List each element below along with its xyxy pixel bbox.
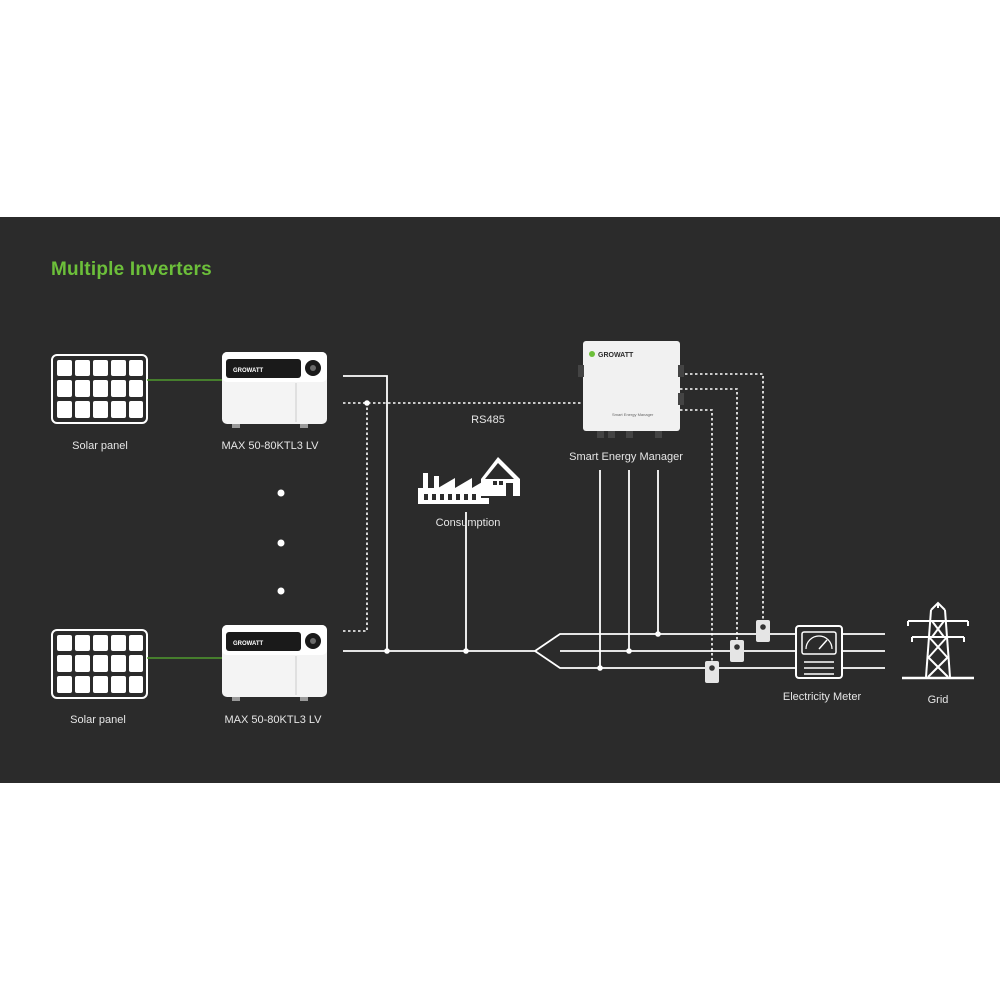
bus-junction-dots (384, 631, 661, 671)
factory-house-icon (418, 457, 520, 504)
grid-pylon-icon (902, 601, 974, 680)
diagram-svg: GROWATT GROWATT (51, 341, 974, 701)
inverter-bottom-label: MAX 50-80KTL3 LV (224, 714, 322, 726)
solar-panel-top-label: Solar panel (72, 440, 128, 452)
inverter-top-label: MAX 50-80KTL3 LV (221, 440, 319, 452)
ac-lines (343, 375, 885, 669)
manager-caption: Smart Energy Manager (612, 412, 654, 417)
smart-energy-manager-label: Smart Energy Manager (569, 451, 683, 463)
solar-panel-bottom (51, 629, 148, 699)
dot-3 (277, 587, 285, 595)
dot-1 (277, 489, 285, 497)
manager-brand: GROWATT (598, 352, 634, 359)
ct-sensor-1 (756, 620, 770, 642)
smart-energy-manager-device: GROWATT Smart Energy Manager (578, 341, 684, 438)
ct-sensor-2 (730, 640, 744, 662)
diagram-title: Multiple Inverters (51, 259, 212, 280)
inverter-top-brand: GROWATT (233, 368, 264, 374)
dot-2 (277, 539, 285, 547)
inverter-top: GROWATT (222, 352, 327, 428)
rs485-label: RS485 (471, 414, 505, 426)
inverter-bottom: GROWATT (222, 625, 327, 701)
rs485-junction (364, 400, 370, 406)
inverter-bottom-brand: GROWATT (233, 641, 264, 647)
electricity-meter-icon (795, 625, 843, 679)
ct-sensor-3 (705, 661, 719, 683)
diagram-canvas: GROWATT GROWATT (0, 217, 1000, 783)
solar-panel-top (51, 354, 148, 424)
grid-label: Grid (927, 694, 949, 706)
electricity-meter-label: Electricity Meter (782, 691, 862, 703)
consumption-label: Consumption (435, 517, 501, 529)
solar-panel-bottom-label: Solar panel (70, 714, 126, 726)
rs485-lines (343, 373, 764, 663)
